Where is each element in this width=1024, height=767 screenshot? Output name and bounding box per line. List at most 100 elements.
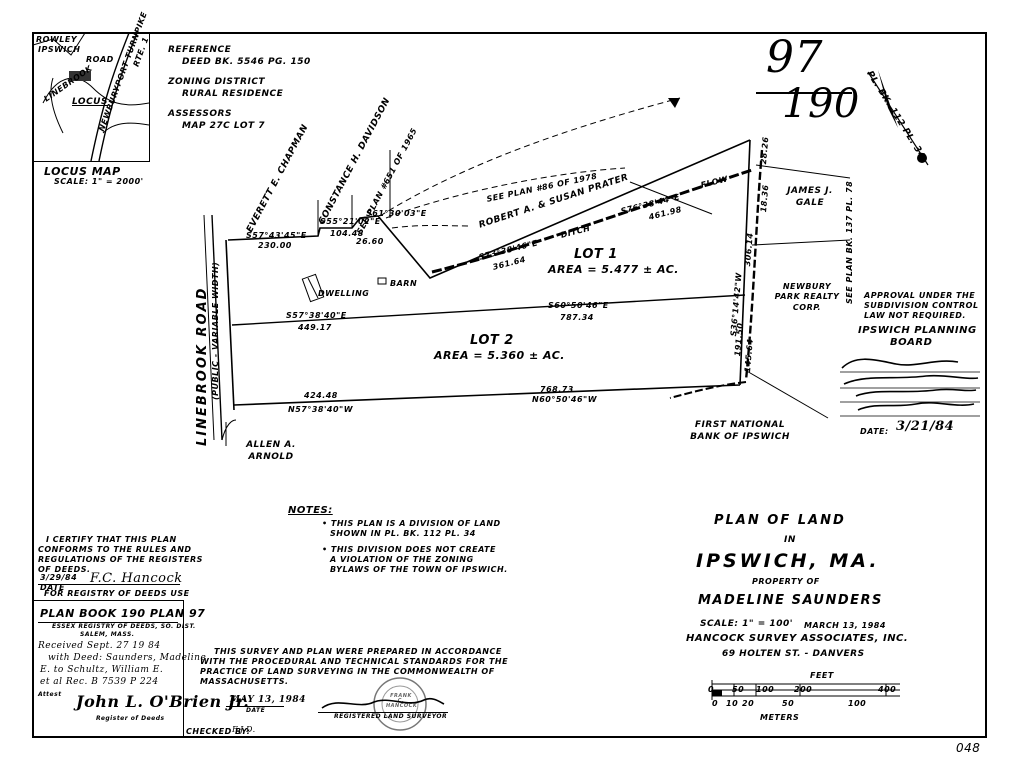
note-1a: • THIS PLAN IS A DIVISION OF LAND [322, 519, 501, 528]
scalebar [711, 680, 900, 700]
note-1b: SHOWN IN PL. BK. 112 PL. 34 [330, 529, 476, 538]
locus-road: ROAD [86, 55, 114, 64]
title-town: IPSWICH, MA. [696, 550, 880, 572]
certify-signature: F.C. Hancock [90, 571, 183, 586]
locus-scale: SCALE: 1" = 2000' [54, 177, 144, 186]
survey-line3: PRACTICE OF LAND SURVEYING IN THE COMMON… [200, 667, 495, 676]
label-allen: ALLEN A. ARNOLD [246, 440, 296, 462]
bearing-2: S55°21'02"E [320, 217, 381, 226]
surveyor-seal-text: FRANK C. HANCOCK [386, 693, 418, 709]
reference-deed: DEED BK. 5546 PG. 150 [182, 57, 311, 67]
certify-line3: REGULATIONS OF THE REGISTERS [38, 555, 203, 564]
title-owner: MADELINE SAUNDERS [698, 593, 883, 608]
title-plan-of-land: PLAN OF LAND [714, 513, 846, 528]
label-gale: JAMES J. GALE [787, 186, 833, 208]
locus-map [32, 32, 150, 162]
survey-date: MAY 13, 1984 [230, 695, 306, 705]
survey-line1: THIS SURVEY AND PLAN WERE PREPARED IN AC… [214, 647, 502, 656]
surveyor-signature-line [318, 712, 448, 713]
meter-tick-0: 0 [712, 699, 719, 708]
bearing-2-distance: 104.48 [330, 229, 364, 238]
handwritten-fraction-bar [756, 92, 852, 94]
meter-tick-10: 10 [726, 699, 739, 708]
bearing-1-distance: 230.00 [258, 241, 292, 250]
survey-line2: WITH THE PROCEDURAL AND TECHNICAL STANDA… [200, 657, 509, 666]
lot1-label: LOT 1 [574, 247, 618, 262]
registry-et-al: et al Rec. B 7539 P 224 [40, 677, 159, 687]
assessors-value: MAP 27C LOT 7 [182, 121, 266, 131]
dwelling-label: DWELLING [318, 289, 370, 298]
registry-plan-book: PLAN BOOK 190 PLAN 97 [40, 607, 206, 620]
zoning-label: ZONING DISTRICT [168, 77, 266, 87]
bearing-6-distance: 449.17 [298, 323, 332, 332]
bearing-6: S57°38'40"E [286, 311, 347, 320]
registry-office: ESSEX REGISTRY OF DEEDS, SO. DIST. [52, 623, 196, 630]
bearing-9: N60°50'46"W [532, 395, 598, 404]
feet-tick-400: 400 [878, 685, 897, 694]
checked-by-value: F.J.D. [232, 725, 256, 734]
lot2-area: AREA = 5.360 ± AC. [434, 349, 565, 362]
feet-tick-0: 0 [708, 685, 715, 694]
approval-date-label: DATE: [860, 427, 889, 436]
board-line2: BOARD [890, 337, 933, 348]
assessors-label: ASSESSORS [168, 109, 232, 119]
note-2c: BYLAWS OF THE TOWN OF IPSWICH. [330, 565, 508, 574]
registry-register: Register of Deeds [96, 715, 165, 722]
title-in: IN [784, 535, 796, 545]
lot1-area: AREA = 5.477 ± AC. [548, 263, 679, 276]
locus-title: LOCUS MAP [44, 165, 121, 178]
feet-tick-50: 50 [732, 685, 745, 694]
zoning-value: RURAL RESIDENCE [182, 89, 284, 99]
checked-by-label: CHECKED BY: [186, 727, 251, 736]
label-see-plan-137: SEE PLAN BK. 137 PL. 78 [845, 180, 854, 304]
registry-box [32, 600, 184, 738]
certify-date: 3/29/84 [40, 573, 78, 582]
registry-divider [38, 622, 178, 623]
title-scale: SCALE: 1" = 100' [700, 619, 793, 629]
registry-received: Received Sept. 27 19 84 [38, 641, 161, 651]
bearing-3: S61°30'03"E [366, 209, 427, 218]
locus-ipswich: IPSWICH [38, 45, 81, 54]
page-number: 048 [956, 741, 981, 755]
handwritten-book-number: 190 [782, 81, 860, 127]
certify-date-label: DATE [40, 583, 65, 592]
certify-signature-line [38, 584, 180, 585]
registry-signature: John L. O'Brien Jr. [76, 692, 250, 711]
locus-rowley: ROWLEY [36, 35, 78, 44]
survey-line4: MASSACHUSETTS. [200, 677, 289, 686]
locus-label: LOCUS [72, 97, 108, 107]
bearing-8: N57°38'40"W [288, 405, 354, 414]
title-firm: HANCOCK SURVEY ASSOCIATES, INC. [686, 633, 909, 644]
scalebar-meters-label: METERS [760, 713, 800, 722]
note-2a: • THIS DIVISION DOES NOT CREATE [322, 545, 496, 554]
label-newbury: NEWBURY PARK REALTY CORP. [774, 282, 840, 312]
drawing-frame [32, 32, 987, 738]
bearing-7: S60°50'46"E [548, 301, 609, 310]
bearing-9-distance: 768.73 [540, 385, 574, 394]
surveyor-signature [321, 697, 445, 709]
lot2-label: LOT 2 [470, 333, 514, 348]
registry-city: SALEM, MASS. [80, 631, 135, 638]
notes-title: NOTES: [288, 505, 333, 516]
approval-line3: LAW NOT REQUIRED. [864, 311, 966, 320]
handwritten-plan-number: 97 [766, 32, 823, 83]
title-property-of: PROPERTY OF [752, 577, 820, 586]
survey-date-label: DATE [246, 707, 266, 714]
approval-line1: APPROVAL UNDER THE [864, 291, 976, 300]
title-address: 69 HOLTEN ST. - DANVERS [722, 649, 865, 659]
registry-to: E. to Schultz, William E. [40, 665, 164, 675]
registry-header: FOR REGISTRY OF DEEDS USE [44, 589, 190, 598]
reference-label: REFERENCE [168, 45, 232, 55]
bearing-3-distance: 26.60 [356, 237, 384, 246]
registry-with-deed: with Deed: Saunders, Madeline [48, 653, 207, 663]
meter-tick-100: 100 [848, 699, 867, 708]
bearing-8-distance: 424.48 [304, 391, 338, 400]
note-2b: A VIOLATION OF THE ZONING [330, 555, 474, 564]
approval-line2: SUBDIVISION CONTROL [864, 301, 979, 310]
bearing-7-distance: 787.34 [560, 313, 594, 322]
registry-attest: Attest [38, 691, 62, 698]
locus-map-drawing [32, 32, 150, 162]
label-first-national: FIRST NATIONAL BANK OF IPSWICH [690, 420, 790, 442]
certify-line2: CONFORMS TO THE RULES AND [38, 545, 192, 554]
